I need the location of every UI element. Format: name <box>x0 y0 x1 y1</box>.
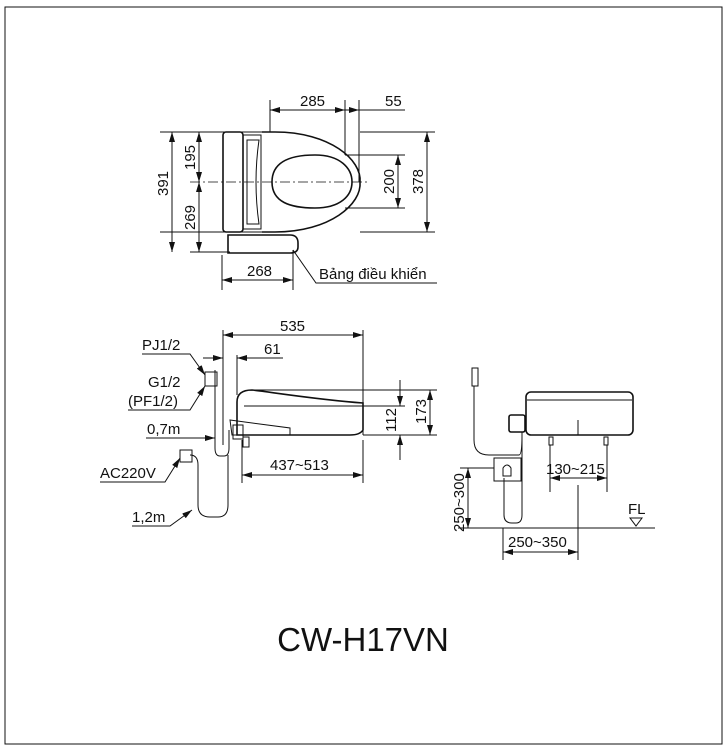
dim-195: 195 <box>182 145 199 170</box>
dim-130-215: 130~215 <box>546 461 605 478</box>
control-panel-label: Bảng điều khiển <box>319 266 427 283</box>
dim-268: 268 <box>247 263 272 280</box>
label-ac220v: AC220V <box>100 465 156 482</box>
drawing-frame <box>4 6 723 745</box>
dim-269: 269 <box>182 205 199 230</box>
model-title: CW-H17VN <box>277 621 449 658</box>
control-panel <box>227 234 299 254</box>
label-pj12: PJ1/2 <box>142 337 180 354</box>
supply-hose <box>214 330 230 457</box>
control-box <box>508 414 526 433</box>
dim-250-350: 250~350 <box>508 534 567 551</box>
label-cord-length: 1,2m <box>132 509 165 526</box>
hinge-frame <box>243 134 262 230</box>
label-hose-length: 0,7m <box>147 421 180 438</box>
dim-535: 535 <box>280 318 305 335</box>
floor-label: FL <box>628 501 646 518</box>
dim-378: 378 <box>410 169 427 194</box>
control-panel-leader <box>292 249 437 284</box>
power-plug <box>179 449 193 463</box>
top-view: 285 55 391 195 269 200 378 268 Bảng điều… <box>155 93 437 290</box>
dim-250-300: 250~300 <box>451 473 468 532</box>
dim-55: 55 <box>385 93 402 110</box>
label-g12: G1/2 <box>148 374 181 391</box>
wall-outlet <box>493 457 522 482</box>
side-view: 535 61 112 173 437~513 PJ1/2 G1/2 (PF1/2… <box>100 318 437 527</box>
dim-285: 285 <box>300 93 325 110</box>
seat-front <box>525 391 634 436</box>
label-pf12: (PF1/2) <box>128 393 178 410</box>
valve-fitting <box>204 371 218 387</box>
power-cord <box>189 454 229 518</box>
floor-level-icon <box>629 517 643 527</box>
dim-437-513: 437~513 <box>270 457 329 474</box>
dim-112: 112 <box>383 408 400 432</box>
dim-391: 391 <box>155 171 172 196</box>
dim-200: 200 <box>381 169 398 194</box>
seat-side-profile <box>236 389 364 436</box>
dim-61: 61 <box>264 341 281 358</box>
seat-hole <box>271 154 353 209</box>
dim-173: 173 <box>413 399 430 424</box>
supply-valve <box>471 367 479 387</box>
front-hose <box>473 386 523 456</box>
front-view: FL 250~300 130~215 250~350 <box>451 367 655 560</box>
